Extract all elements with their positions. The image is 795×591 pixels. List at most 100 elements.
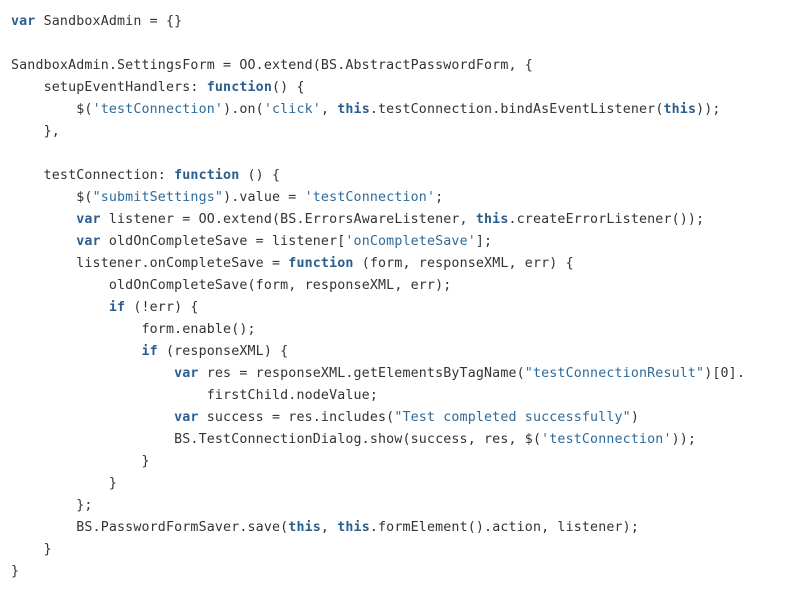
code-text: setupEventHandlers:	[43, 80, 207, 95]
code-indent	[11, 278, 109, 293]
code-line: testConnection: function () {	[11, 165, 745, 187]
code-text: },	[43, 124, 60, 139]
code-text: ;	[435, 190, 444, 205]
code-text: ));	[696, 102, 721, 117]
code-string: 'onCompleteSave'	[345, 234, 476, 249]
code-text: .formElement().action, listener);	[369, 520, 639, 535]
code-string: "Test completed successfully"	[394, 410, 631, 425]
code-keyword: var	[76, 212, 101, 227]
code-text: ];	[475, 234, 493, 249]
code-line: oldOnCompleteSave(form, responseXML, err…	[11, 275, 745, 297]
code-keyword: this	[663, 102, 697, 117]
code-line: if (responseXML) {	[11, 341, 745, 363]
code-text: BS.PasswordFormSaver.save(	[76, 520, 289, 535]
code-text: testConnection:	[43, 168, 175, 183]
code-text: () {	[239, 168, 281, 183]
code-indent	[11, 454, 142, 469]
code-text: BS.TestConnectionDialog.show(success, re…	[174, 432, 542, 447]
code-indent	[11, 124, 44, 139]
code-line	[11, 143, 745, 165]
code-line: setupEventHandlers: function() {	[11, 77, 745, 99]
code-indent	[11, 542, 44, 557]
code-text: }	[43, 542, 52, 557]
code-text: )	[630, 410, 639, 425]
code-text: $(	[76, 102, 93, 117]
code-keyword: function	[206, 80, 272, 95]
code-text: res = responseXML.getElementsByTagName(	[198, 366, 525, 381]
code-text: )[0].	[704, 366, 745, 381]
code-keyword: this	[475, 212, 509, 227]
code-text: form.enable();	[141, 322, 256, 337]
code-string: "testConnectionResult"	[524, 366, 705, 381]
code-text: () {	[271, 80, 305, 95]
code-text: oldOnCompleteSave = listener[	[100, 234, 346, 249]
code-string: "submitSettings"	[92, 190, 224, 205]
code-indent	[11, 322, 142, 337]
code-line: },	[11, 121, 745, 143]
code-indent	[11, 498, 76, 513]
code-indent	[11, 256, 76, 271]
code-line: var success = res.includes("Test complet…	[11, 407, 745, 429]
code-text: }	[108, 476, 118, 491]
code-keyword: this	[337, 520, 370, 535]
code-indent	[11, 476, 109, 491]
code-text: listener = OO.extend(BS.ErrorsAwareListe…	[100, 212, 476, 227]
code-text: success = res.includes(	[198, 410, 395, 425]
code-text: ,	[320, 102, 338, 117]
code-text: oldOnCompleteSave(form, responseXML, err…	[108, 278, 452, 293]
code-text: listener.onCompleteSave =	[76, 256, 289, 271]
code-keyword: var	[11, 14, 36, 29]
code-indent	[11, 432, 174, 447]
code-indent	[11, 102, 76, 117]
code-text: (!err) {	[125, 300, 199, 315]
code-text: };	[76, 498, 93, 513]
code-line: }	[11, 473, 745, 495]
code-line: var listener = OO.extend(BS.ErrorsAwareL…	[11, 209, 745, 231]
code-string: 'click'	[263, 102, 321, 117]
code-indent	[11, 234, 76, 249]
code-string: 'testConnection'	[541, 432, 672, 447]
code-text: firstChild.nodeValue;	[206, 388, 378, 403]
code-line: $('testConnection').on('click', this.tes…	[11, 99, 745, 121]
code-line: firstChild.nodeValue;	[11, 385, 745, 407]
code-keyword: function	[174, 168, 240, 183]
code-indent	[11, 366, 174, 381]
code-line: var res = responseXML.getElementsByTagNa…	[11, 363, 745, 385]
code-keyword: this	[288, 520, 321, 535]
code-keyword: var	[174, 366, 199, 381]
code-string: 'testConnection'	[304, 190, 436, 205]
code-keyword: var	[76, 234, 101, 249]
code-text: .testConnection.bindAsEventListener(	[369, 102, 664, 117]
code-block: var SandboxAdmin = {} SandboxAdmin.Settin…	[11, 11, 745, 583]
code-line: };	[11, 495, 745, 517]
code-line: if (!err) {	[11, 297, 745, 319]
code-indent	[11, 410, 174, 425]
code-text: .createErrorListener());	[508, 212, 705, 227]
code-text: ).on(	[223, 102, 264, 117]
code-line	[11, 33, 745, 55]
code-indent	[11, 212, 76, 227]
code-indent	[11, 168, 44, 183]
code-keyword: if	[141, 344, 158, 359]
code-indent	[11, 344, 142, 359]
code-keyword: function	[288, 256, 354, 271]
code-line: $("submitSettings").value = 'testConnect…	[11, 187, 745, 209]
code-keyword: if	[108, 300, 126, 315]
code-indent	[11, 388, 207, 403]
code-line: var oldOnCompleteSave = listener['onComp…	[11, 231, 745, 253]
code-line: var SandboxAdmin = {}	[11, 11, 745, 33]
code-line: BS.TestConnectionDialog.show(success, re…	[11, 429, 745, 451]
code-text: (responseXML) {	[157, 344, 289, 359]
code-text: }	[11, 564, 20, 579]
code-indent	[11, 520, 76, 535]
code-text: ,	[320, 520, 338, 535]
code-indent	[11, 80, 44, 95]
code-string: 'testConnection'	[92, 102, 224, 117]
code-text: $(	[76, 190, 93, 205]
code-keyword: var	[174, 410, 199, 425]
code-line: }	[11, 539, 745, 561]
code-line: }	[11, 451, 745, 473]
code-line: BS.PasswordFormSaver.save(this, this.for…	[11, 517, 745, 539]
code-line: SandboxAdmin.SettingsForm = OO.extend(BS…	[11, 55, 745, 77]
code-line: }	[11, 561, 745, 583]
